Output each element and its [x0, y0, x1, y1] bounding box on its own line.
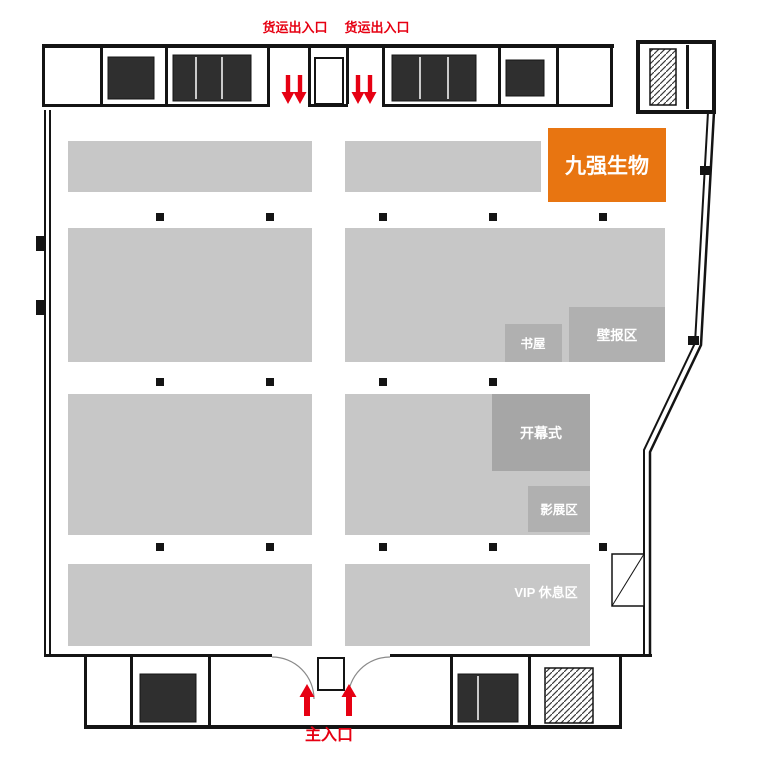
wall-segment	[84, 725, 622, 729]
wall-segment	[619, 654, 622, 729]
wall-segment	[648, 111, 716, 656]
freight-vestibule	[314, 57, 344, 105]
top-service-rooms	[42, 44, 614, 107]
wall-segment	[84, 654, 272, 657]
arrow-down-icon	[363, 75, 377, 104]
main-entrance-markers: 主入口	[299, 684, 357, 744]
equipment-block	[172, 54, 252, 102]
wall-segment	[686, 45, 689, 109]
highlight-booth: 九强生物	[548, 128, 666, 202]
hall-block-row1-left	[68, 141, 312, 192]
column-dots	[156, 213, 607, 551]
arrow-up-icon	[299, 684, 315, 716]
wall-segment	[267, 47, 270, 104]
column-dot	[266, 213, 274, 221]
booth-jiuqiang	[548, 128, 666, 202]
arrow-down-icon	[281, 75, 295, 104]
bottom-service-rooms	[44, 654, 652, 729]
area-photo-exhibition	[528, 486, 590, 532]
column-dot	[266, 543, 274, 551]
wall-segment	[643, 111, 709, 656]
wall-segment	[390, 654, 652, 657]
column-dot	[489, 378, 497, 386]
arrow-down-icon	[351, 75, 365, 104]
wall-pilaster	[36, 300, 45, 315]
freight-entrance-markers: 货运出入口 货运出入口	[262, 20, 410, 104]
column-dot	[489, 543, 497, 551]
wall-segment	[208, 657, 211, 725]
arrow-down-icon	[293, 75, 307, 104]
hall-block-row2-left	[68, 228, 312, 362]
wall-segment	[84, 654, 87, 729]
elevator-shaft-icon	[544, 667, 594, 724]
wall-segment	[528, 657, 531, 725]
area-poster-label: 壁报区	[597, 327, 638, 343]
top-right-stair-block	[636, 40, 716, 114]
column-dot	[266, 378, 274, 386]
column-dot	[156, 213, 164, 221]
wall-segment	[44, 110, 46, 656]
column-dot	[379, 543, 387, 551]
entrance-kiosk	[317, 657, 345, 691]
column-dot	[599, 213, 607, 221]
wall-segment	[130, 657, 133, 725]
wall-segment	[165, 47, 168, 104]
wall-marker	[688, 336, 699, 345]
wall-segment	[42, 44, 45, 107]
freight-entrance-left-label: 货运出入口	[262, 20, 327, 35]
hall-block-row4-right	[345, 564, 590, 646]
area-opening-ceremony	[492, 394, 590, 471]
wall-segment	[498, 47, 501, 104]
column-dot	[379, 213, 387, 221]
hall-block-row4-left	[68, 564, 312, 646]
area-book-house	[505, 324, 562, 362]
wall-segment	[308, 104, 348, 107]
wall-segment	[308, 47, 311, 104]
wall-segment	[44, 654, 86, 657]
door-swing-arc	[347, 656, 391, 700]
area-poster	[569, 307, 665, 362]
wall-segment	[346, 47, 349, 104]
stairs-icon	[649, 48, 677, 106]
wall-segment	[42, 104, 270, 107]
wall-segment	[100, 47, 103, 104]
freight-entrance-right-label: 货运出入口	[344, 20, 409, 35]
wall-segment	[556, 47, 559, 104]
column-dot	[156, 543, 164, 551]
arrow-up-icon	[341, 684, 357, 716]
wall-segment	[49, 110, 51, 656]
wall-segment	[450, 657, 453, 725]
column-dot	[489, 213, 497, 221]
hall-block-row3-left	[68, 394, 312, 535]
wall-pilaster	[36, 236, 45, 251]
column-dot	[156, 378, 164, 386]
equipment-block	[457, 673, 519, 723]
equipment-block	[391, 54, 477, 102]
wall-marker	[700, 166, 711, 175]
area-vip-lounge-label: VIP 休息区	[514, 585, 577, 600]
wall-segment	[382, 104, 612, 107]
door-swing-arc	[271, 656, 315, 700]
booth-label: 九强生物	[564, 154, 649, 178]
column-dot	[599, 543, 607, 551]
area-book-house-label: 书屋	[520, 336, 546, 351]
named-areas: 书屋 壁报区 开幕式 影展区 VIP 休息区	[492, 307, 665, 600]
equipment-block	[139, 673, 197, 723]
wall-segment	[382, 47, 385, 104]
hall-block-row1-mid	[345, 141, 541, 192]
right-wall	[611, 111, 716, 656]
equipment-block	[505, 59, 545, 97]
area-opening-ceremony-label: 开幕式	[520, 425, 562, 441]
wall-segment	[42, 44, 614, 48]
wall-segment	[610, 44, 613, 107]
area-photo-exhibition-label: 影展区	[540, 502, 578, 517]
main-entrance-label: 主入口	[305, 725, 353, 744]
equipment-block	[107, 56, 155, 100]
column-dot	[379, 378, 387, 386]
wall-stair-pocket-detail	[611, 553, 645, 607]
left-wall	[36, 110, 51, 656]
